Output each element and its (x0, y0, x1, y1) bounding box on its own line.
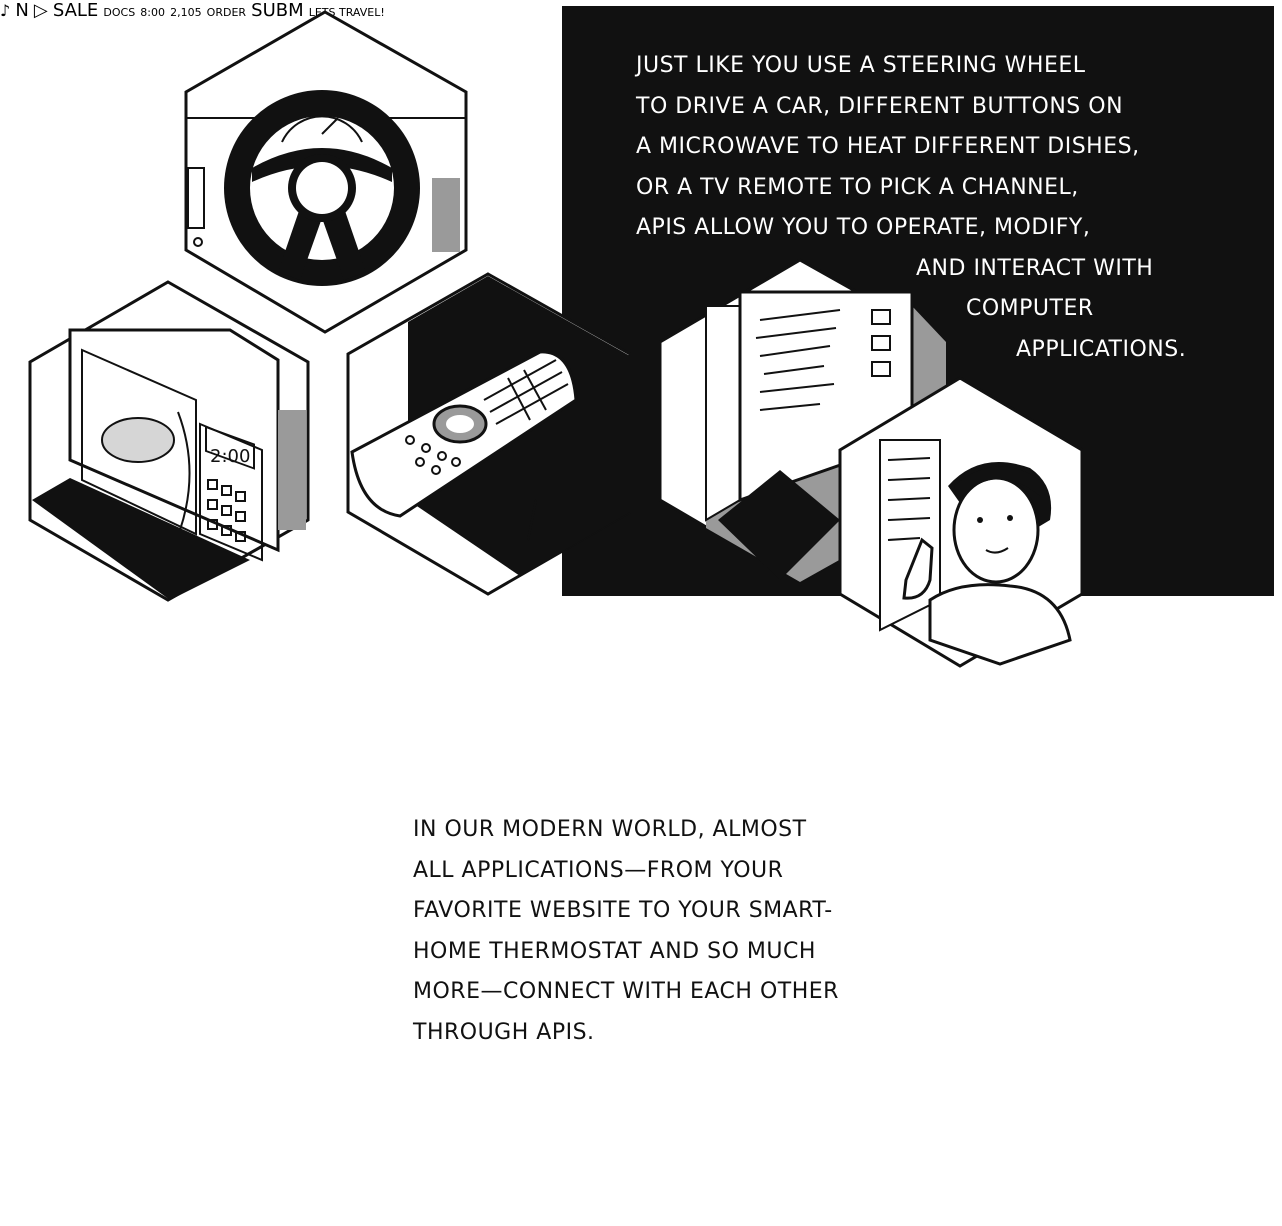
person-pointing-hexagon (838, 376, 1084, 668)
microwave-display: 2:00 (210, 446, 250, 467)
bottom-panel-border: ♪ N ▷ (0, 0, 1186, 1045)
shop-window: SALE (52, 0, 104, 21)
music-app-papers: ♪ (0, 1, 15, 20)
top-caption: JUST LIKE YOU USE A STEERING WHEEL TO DR… (636, 46, 1236, 370)
docs-label: DOCS (103, 6, 136, 19)
submit-label: SUBM (251, 0, 304, 21)
streaming-monitor: N ▷ (15, 0, 48, 21)
top-caption-line: A MICROWAVE TO HEAT DIFFERENT DISHES, (636, 134, 1140, 159)
bottom-caption-line: FAVORITE WEBSITE TO YOUR SMART- (413, 898, 833, 923)
order-label: ORDER (206, 6, 247, 19)
bottom-caption-line: THROUGH APIs. (413, 1019, 595, 1045)
docs-window: DOCS (103, 1, 140, 20)
top-caption-line: JUST LIKE YOU USE A STEERING WHEEL (636, 53, 1086, 78)
top-caption-line: APIs ALLOW YOU TO OPERATE, MODIFY, (636, 215, 1091, 240)
streaming-letter-n: N (15, 0, 29, 21)
time-label: 8:00 (140, 6, 165, 19)
submit-form: SUBM (251, 0, 309, 21)
bottom-caption-line: MORE—CONNECT WITH EACH OTHER (413, 979, 839, 1004)
travel-booking-window: 8:00 2,105 (140, 1, 206, 20)
top-caption-line: APPLICATIONS. (1016, 336, 1187, 362)
bottom-caption: IN OUR MODERN WORLD, ALMOST ALL APPLICAT… (413, 810, 933, 1053)
tv-remote-hexagon (346, 272, 632, 596)
food-order-phone: ORDER (207, 1, 251, 20)
top-caption-line: AND INTERACT WITH (916, 255, 1154, 281)
sale-label: SALE (52, 0, 99, 21)
top-caption-line: COMPUTER (966, 296, 1094, 321)
bottom-caption-line: HOME THERMOSTAT AND SO MUCH (413, 938, 816, 964)
top-caption-line: OR A TV REMOTE TO PICK A CHANNEL, (636, 174, 1079, 200)
top-caption-line: TO DRIVE A CAR, DIFFERENT BUTTONS ON (636, 93, 1124, 119)
price-label: 2,105 (170, 6, 202, 19)
music-note-icon: ♪ (0, 1, 11, 20)
tv-remote-icon (350, 350, 578, 541)
steering-wheel-hexagon (184, 10, 468, 334)
steering-wheel-icon (224, 90, 420, 286)
bottom-caption-line: ALL APPLICATIONS—FROM YOUR (413, 857, 784, 883)
bottom-caption-line: IN OUR MODERN WORLD, ALMOST (413, 817, 807, 842)
microwave-hexagon: 2:00 (28, 280, 310, 602)
